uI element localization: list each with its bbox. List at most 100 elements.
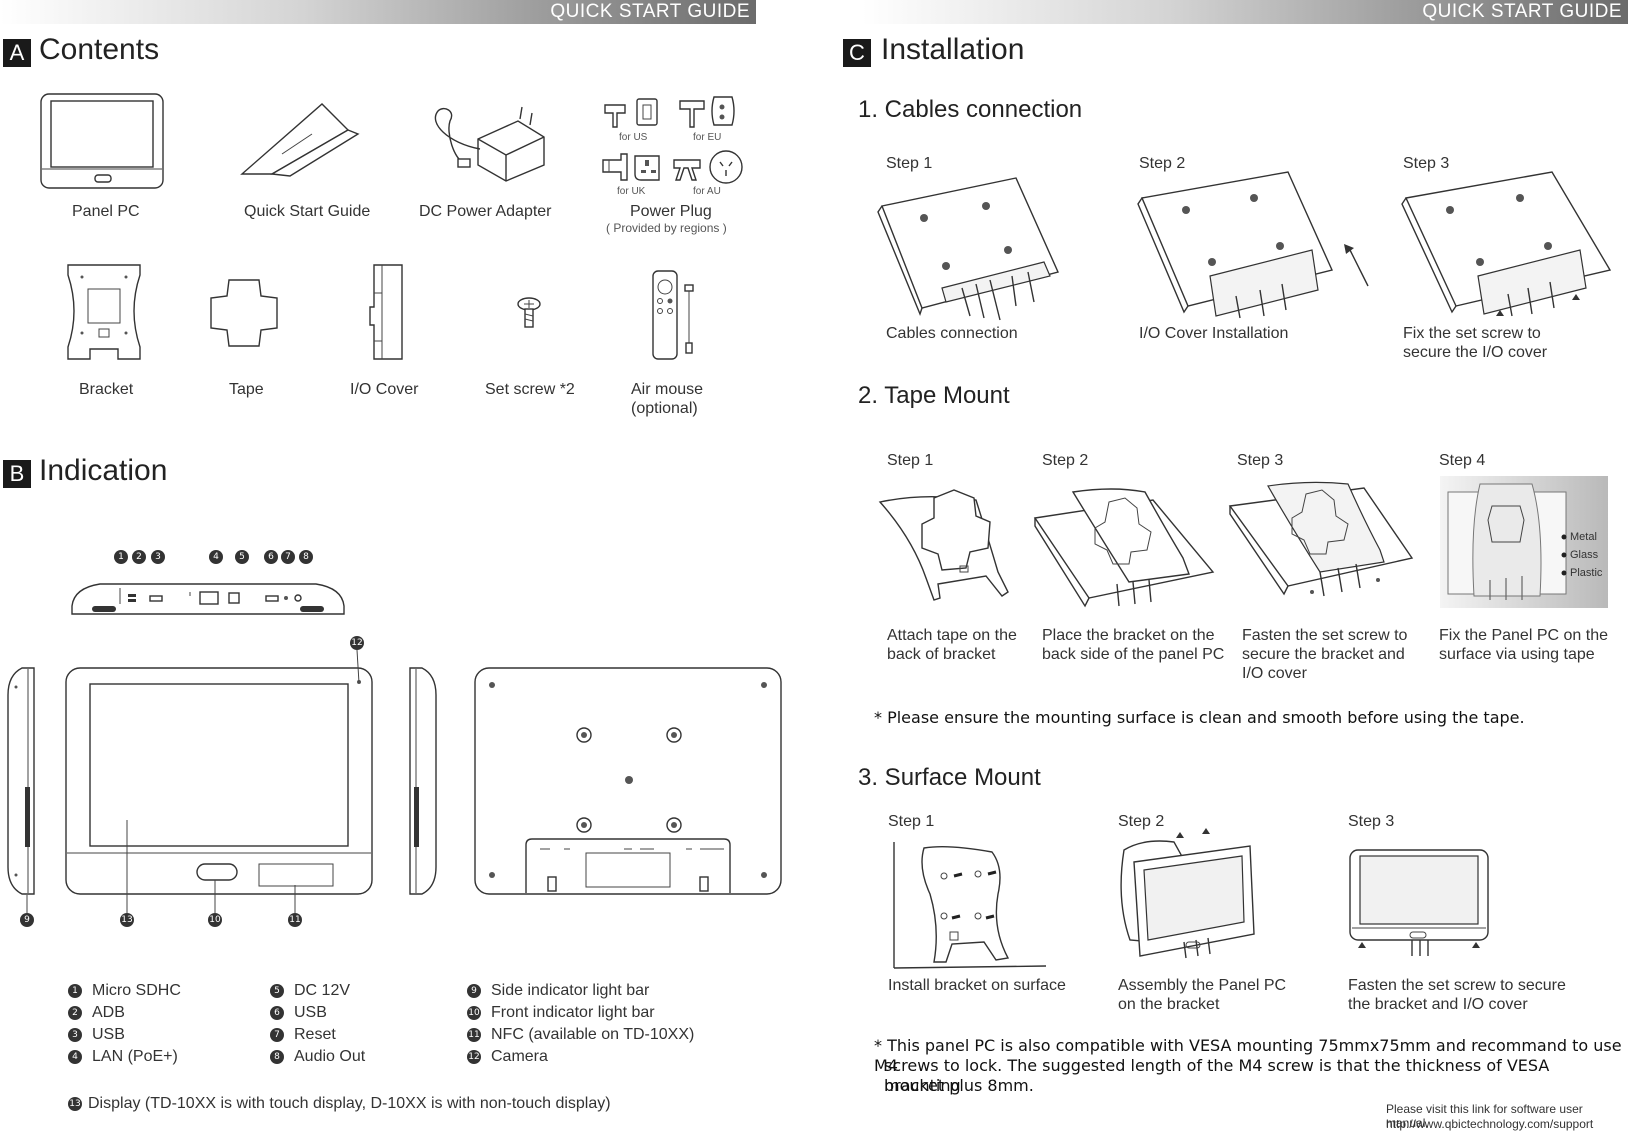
label-plug-au: for AU xyxy=(693,186,721,197)
label-tape: Tape xyxy=(229,381,264,398)
callout-5: 5 xyxy=(235,550,249,564)
surface-step2: Step 2 xyxy=(1118,813,1165,830)
tape-step2: Step 2 xyxy=(1042,452,1089,469)
callout-1: 1 xyxy=(114,550,128,564)
surface-cap2-line2: on the bracket xyxy=(1118,996,1220,1013)
cables-cap3-line1: Fix the set screw to xyxy=(1403,325,1541,342)
tape-cap3-line3: I/O cover xyxy=(1242,665,1307,682)
callout-4: 4 xyxy=(209,550,223,564)
cables-step1-illustration xyxy=(877,177,1059,321)
plug-uk-icon xyxy=(602,153,660,181)
surface-step1: Step 1 xyxy=(888,813,935,830)
section-a-title: Contents xyxy=(39,33,160,66)
air-mouse-icon xyxy=(652,270,694,360)
label-bracket: Bracket xyxy=(79,381,134,398)
callout-2: 2 xyxy=(132,550,146,564)
callout-13: 13 xyxy=(120,913,134,927)
tape-note: * Please ensure the mounting surface is … xyxy=(874,708,1525,727)
header-bar-right: QUICK START GUIDE xyxy=(862,0,1628,24)
surface-metal-label: Metal xyxy=(1570,531,1597,543)
surface-cap3-line2: the bracket and I/O cover xyxy=(1348,996,1528,1013)
section-c-letter: C xyxy=(843,39,871,67)
label-set-screw: Set screw *2 xyxy=(485,381,575,398)
surface-plastic-label: Plastic xyxy=(1570,567,1603,579)
cables-step3: Step 3 xyxy=(1403,155,1450,172)
cables-step2-illustration xyxy=(1137,171,1369,319)
tape-title: 2. Tape Mount xyxy=(858,382,1010,409)
cables-title: 1. Cables connection xyxy=(858,96,1083,123)
cables-cap3-line2: secure the I/O cover xyxy=(1403,344,1548,361)
label-quick-start-guide: Quick Start Guide xyxy=(244,203,371,220)
tape-step1: Step 1 xyxy=(887,452,934,469)
vesa-note-line3: bracket plus 8mm. xyxy=(884,1076,1034,1095)
set-screw-icon xyxy=(517,297,541,328)
surface-cap3-line1: Fasten the set screw to secure xyxy=(1348,977,1566,994)
label-air-mouse: Air mouse xyxy=(631,381,704,398)
label-air-mouse-optional: (optional) xyxy=(631,400,698,417)
tape-cap1-line1: Attach tape on the xyxy=(887,627,1017,644)
cables-step3-illustration xyxy=(1401,171,1612,317)
cables-step2: Step 2 xyxy=(1139,155,1186,172)
label-plug-us: for US xyxy=(619,132,648,143)
callout-10: 10 xyxy=(208,913,222,927)
cables-step1: Step 1 xyxy=(886,155,933,172)
surface-glass-label: Glass xyxy=(1570,549,1599,561)
tape-icon xyxy=(210,279,278,347)
label-plug-eu: for EU xyxy=(693,132,722,143)
tape-cap3-line2: secure the bracket and xyxy=(1242,646,1405,663)
tape-cap4-line1: Fix the Panel PC on the xyxy=(1439,627,1608,644)
surface-step3-illustration xyxy=(1349,849,1489,956)
bracket-icon xyxy=(67,264,141,360)
tape-cap3-line1: Fasten the set screw to xyxy=(1242,627,1408,644)
label-power-plug: Power Plug xyxy=(630,203,712,220)
header-bar-left: QUICK START GUIDE xyxy=(0,0,756,24)
surface-cap1: Install bracket on surface xyxy=(888,977,1066,994)
footer-line1: Please visit this link for software user… xyxy=(1386,1102,1583,1130)
label-panel-pc: Panel PC xyxy=(72,203,140,220)
label-power-plug-note: ( Provided by regions ) xyxy=(606,221,727,235)
panel-bottom-view xyxy=(71,583,345,615)
vesa-note-line2: screws to lock. The suggested length of … xyxy=(884,1056,1550,1095)
surface-step3: Step 3 xyxy=(1348,813,1395,830)
surface-step2-illustration xyxy=(1120,828,1255,959)
panel-right-side-view xyxy=(409,667,437,895)
plug-au-icon xyxy=(673,150,743,184)
surface-title: 3. Surface Mount xyxy=(858,764,1041,791)
callout-leader-lines xyxy=(26,649,360,913)
cables-cap1: Cables connection xyxy=(886,325,1018,342)
surface-step1-illustration xyxy=(893,842,1047,969)
dc-power-adapter-icon xyxy=(434,106,545,182)
label-io-cover: I/O Cover xyxy=(350,381,419,398)
callout-3: 3 xyxy=(151,550,165,564)
tape-cap1-line2: back of bracket xyxy=(887,646,996,663)
tape-step3-illustration xyxy=(1228,481,1414,597)
plug-eu-icon xyxy=(679,96,735,128)
plug-us-icon xyxy=(604,98,658,128)
header-title-left: QUICK START GUIDE xyxy=(550,1,750,22)
tape-step1-illustration xyxy=(878,489,1009,601)
header-title-right: QUICK START GUIDE xyxy=(1422,1,1622,22)
tape-step4-illustration xyxy=(1440,476,1608,608)
callout-11: 11 xyxy=(288,913,302,927)
tape-cap4-line2: surface via using tape xyxy=(1439,646,1595,663)
callout-9: 9 xyxy=(20,913,34,927)
tape-step3: Step 3 xyxy=(1237,452,1284,469)
panel-pc-icon xyxy=(40,93,164,189)
callout-6: 6 xyxy=(264,550,278,564)
label-plug-uk: for UK xyxy=(617,186,646,197)
callout-8: 8 xyxy=(299,550,313,564)
panel-left-side-view xyxy=(7,667,35,895)
tape-cap2-line1: Place the bracket on the xyxy=(1042,627,1215,644)
io-cover-icon xyxy=(369,264,403,360)
section-b-letter: B xyxy=(3,460,31,488)
tape-step4: Step 4 xyxy=(1439,452,1486,469)
footer-support-link[interactable]: http://www.qbictechnology.com/support xyxy=(1386,1117,1594,1131)
surface-cap2-line1: Assembly the Panel PC xyxy=(1118,977,1287,994)
